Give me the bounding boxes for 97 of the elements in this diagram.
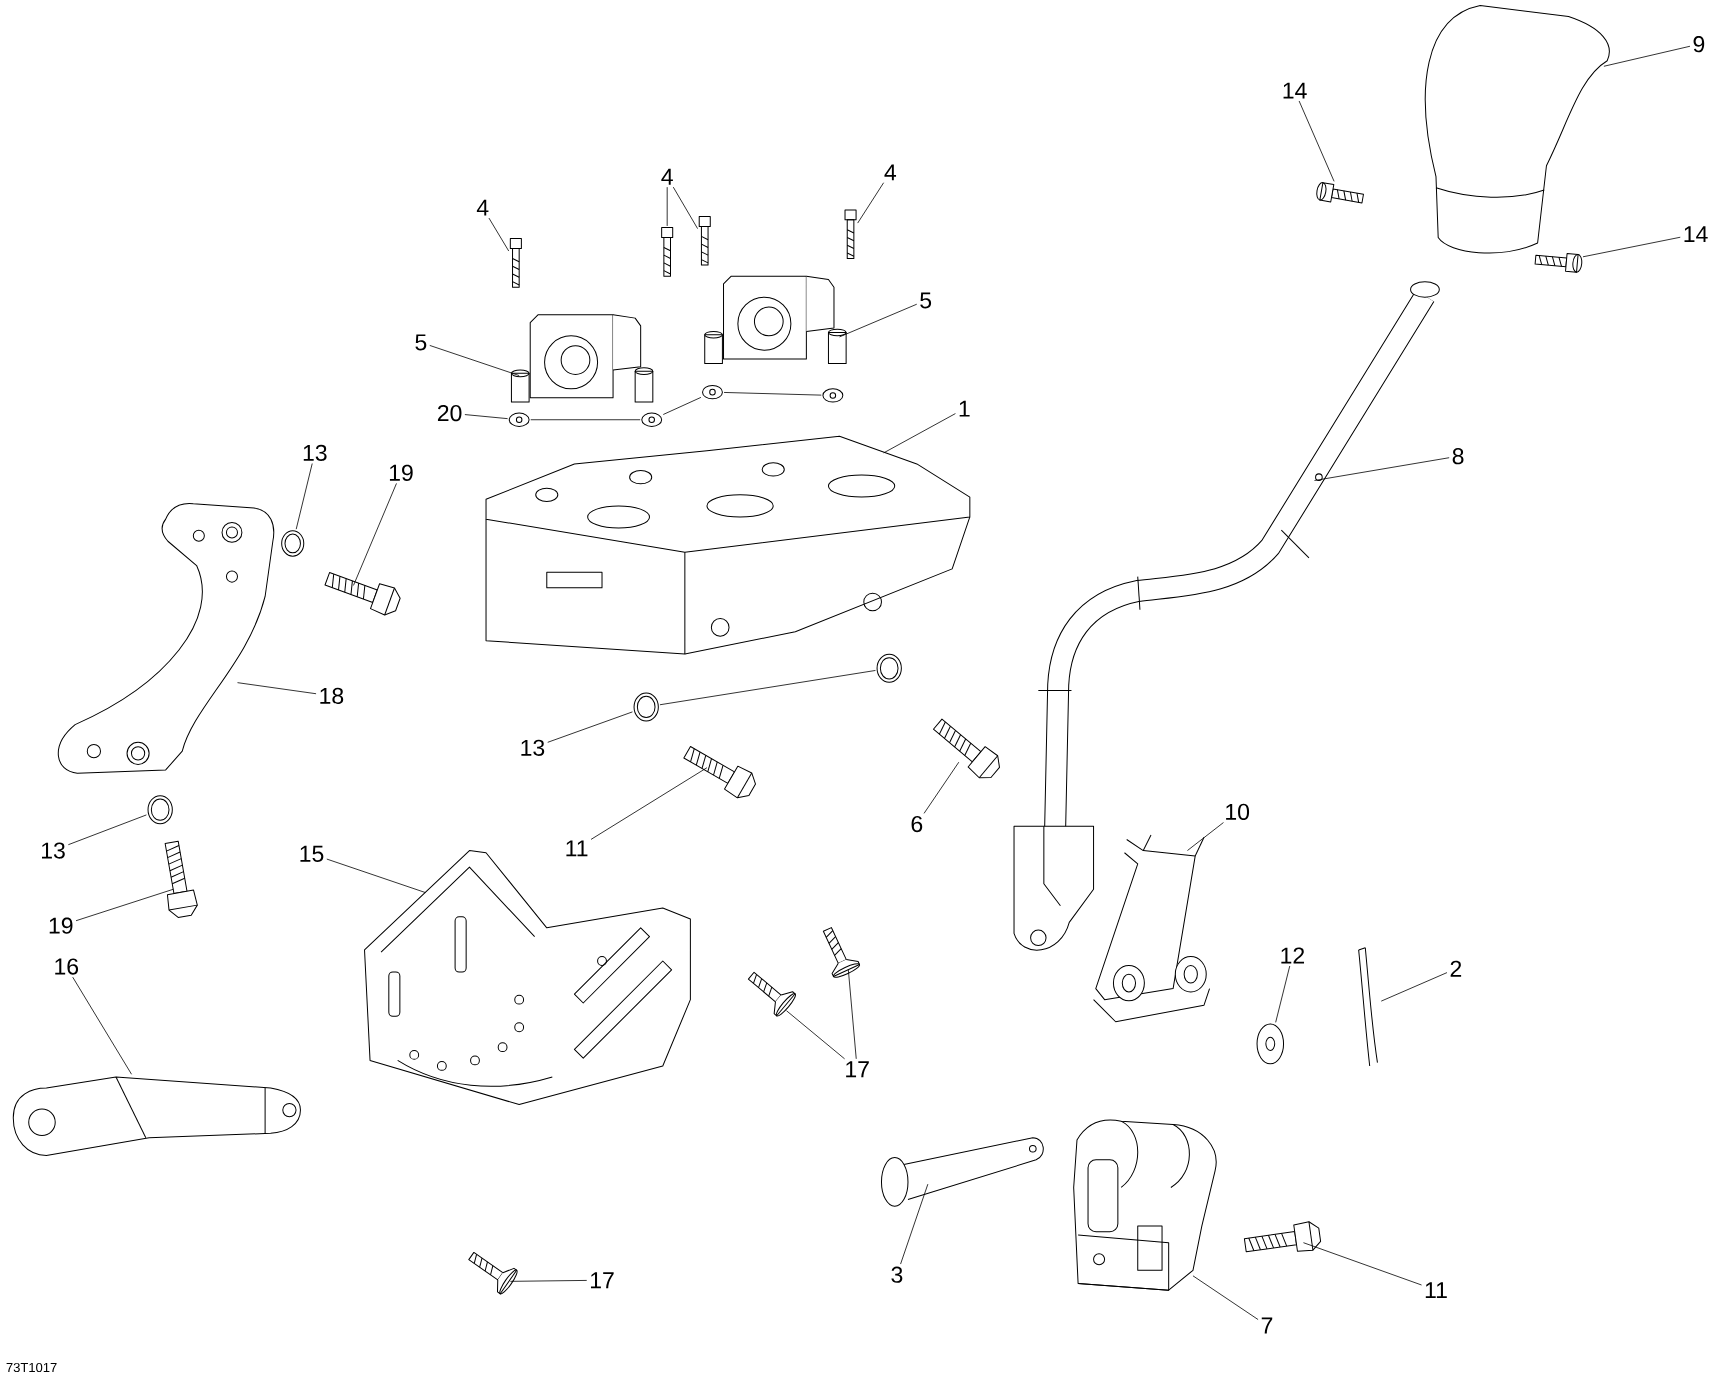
leader-line xyxy=(666,186,668,227)
screw-drawing xyxy=(747,971,796,1017)
strap-drawing xyxy=(12,1076,301,1157)
screw-drawing xyxy=(468,1252,518,1295)
leader-line xyxy=(429,345,520,377)
leader-line xyxy=(1275,965,1291,1023)
callout-number: 15 xyxy=(300,845,324,862)
callout-number: 12 xyxy=(1281,947,1304,964)
leader-line xyxy=(883,413,956,454)
bolt-drawing xyxy=(1243,1221,1322,1253)
screw-drawing xyxy=(1534,253,1583,273)
callout-number: 4 xyxy=(661,168,673,185)
callout-number: 18 xyxy=(320,687,344,705)
leader-line xyxy=(488,217,510,252)
callout-number: 13 xyxy=(521,739,545,757)
alignment-line xyxy=(662,397,702,416)
nut-drawing xyxy=(822,388,844,403)
leader-line xyxy=(75,888,174,922)
pin-drawing xyxy=(881,1137,1044,1207)
leader-line xyxy=(326,858,426,894)
leader-line xyxy=(839,303,918,338)
bolt-drawing xyxy=(324,572,401,616)
callout-number: 20 xyxy=(437,405,462,422)
leader-line xyxy=(900,1183,929,1265)
callout-number: 1 xyxy=(959,400,970,417)
callout-number: 6 xyxy=(911,816,923,833)
leader-line xyxy=(857,182,884,224)
callout-number: 5 xyxy=(415,334,427,351)
leader-line xyxy=(1303,1242,1422,1286)
leader-line xyxy=(237,682,317,695)
leader-line xyxy=(590,767,708,840)
callout-number: 16 xyxy=(55,958,79,975)
leader-line xyxy=(847,969,857,1060)
ring-drawing xyxy=(281,530,305,557)
leader-line xyxy=(923,761,960,814)
callout-number: 13 xyxy=(42,842,65,859)
knob-drawing xyxy=(1424,5,1610,254)
leader-line xyxy=(1582,236,1681,258)
leader-line xyxy=(353,483,397,586)
alignment-line xyxy=(723,392,822,396)
callout-number: 14 xyxy=(1684,226,1708,243)
nut-drawing xyxy=(702,385,723,400)
leader-line xyxy=(1314,457,1450,482)
screw-drawing xyxy=(822,927,861,978)
nut-drawing xyxy=(641,412,663,427)
screw-drawing xyxy=(698,216,711,266)
callout-number: 4 xyxy=(884,164,897,181)
callout-number: 3 xyxy=(891,1266,903,1283)
leader-line xyxy=(509,1280,588,1282)
callout-number: 19 xyxy=(389,464,413,482)
leader-line xyxy=(72,976,132,1075)
bracket-drawing xyxy=(485,435,971,655)
callout-number: 14 xyxy=(1283,82,1307,99)
ring-drawing xyxy=(876,653,902,683)
leader-line xyxy=(786,1010,845,1060)
bolt-drawing xyxy=(164,840,198,919)
screw-drawing xyxy=(509,238,522,288)
bolt-drawing xyxy=(932,718,1000,779)
callout-number: 2 xyxy=(1450,960,1462,977)
callout-number: 17 xyxy=(591,1272,614,1289)
leader-line xyxy=(464,414,508,420)
fork-drawing xyxy=(1073,1119,1217,1291)
ring-drawing xyxy=(147,795,173,825)
callout-number: 11 xyxy=(1425,1282,1447,1299)
link-drawing xyxy=(1093,834,1211,1023)
ring-drawing xyxy=(633,692,659,722)
leader-line xyxy=(547,711,633,743)
leader-line xyxy=(1187,822,1224,852)
callout-number: 7 xyxy=(1261,1317,1273,1334)
mount-block-drawing xyxy=(704,275,847,365)
nut-drawing xyxy=(508,412,530,427)
callout-number: 19 xyxy=(49,917,73,934)
leader-line xyxy=(1298,100,1335,182)
callout-number: 13 xyxy=(303,444,327,462)
drawing-number: 73T1017 xyxy=(6,1363,57,1373)
callout-number: 9 xyxy=(1693,36,1705,53)
callout-number: 11 xyxy=(566,840,588,857)
leader-line xyxy=(1603,46,1691,67)
callout-number: 17 xyxy=(846,1061,869,1078)
leader-line xyxy=(1192,1275,1259,1321)
mount-block-drawing xyxy=(510,314,654,403)
alignment-line xyxy=(659,670,876,706)
screw-drawing xyxy=(661,227,674,277)
washer-drawing xyxy=(1256,1023,1285,1065)
callout-number: 5 xyxy=(920,292,932,309)
callout-number: 8 xyxy=(1452,448,1464,465)
arm-drawing xyxy=(57,503,275,774)
alignment-line xyxy=(530,419,641,421)
screw-drawing xyxy=(844,209,857,260)
leader-line xyxy=(295,463,313,530)
leader-line xyxy=(1380,972,1448,1002)
callout-number: 4 xyxy=(476,199,489,216)
leader-line xyxy=(672,186,698,230)
screw-drawing xyxy=(1316,182,1364,204)
clip-drawing xyxy=(1358,947,1378,1067)
leader-line xyxy=(67,814,147,846)
bolt-drawing xyxy=(683,746,757,799)
